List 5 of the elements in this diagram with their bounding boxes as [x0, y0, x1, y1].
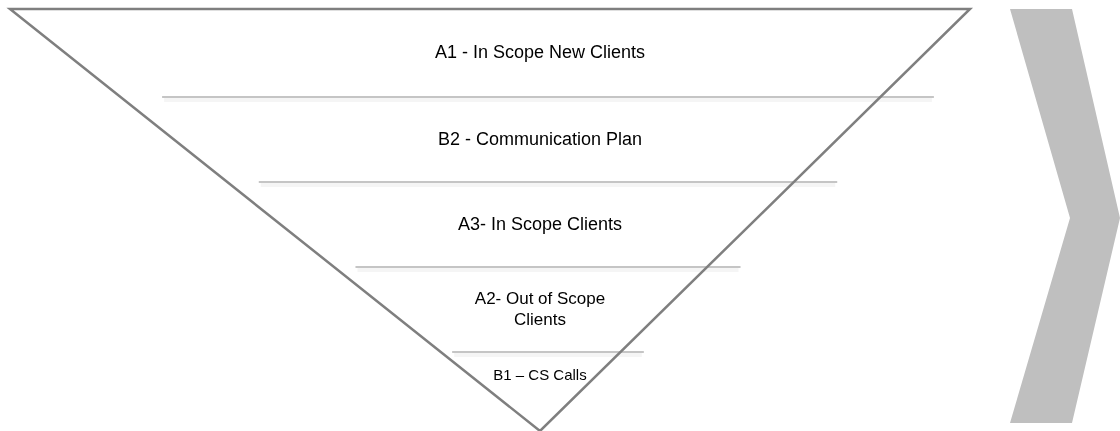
- band-label: B1 – CS Calls: [493, 366, 587, 383]
- band-label: A1 - In Scope New Clients: [434, 42, 646, 64]
- band-label: B2 - Communication Plan: [437, 128, 643, 151]
- band-label: A2- Out of Scope Clients: [473, 289, 607, 330]
- band-label: A3- In Scope Clients: [457, 213, 623, 236]
